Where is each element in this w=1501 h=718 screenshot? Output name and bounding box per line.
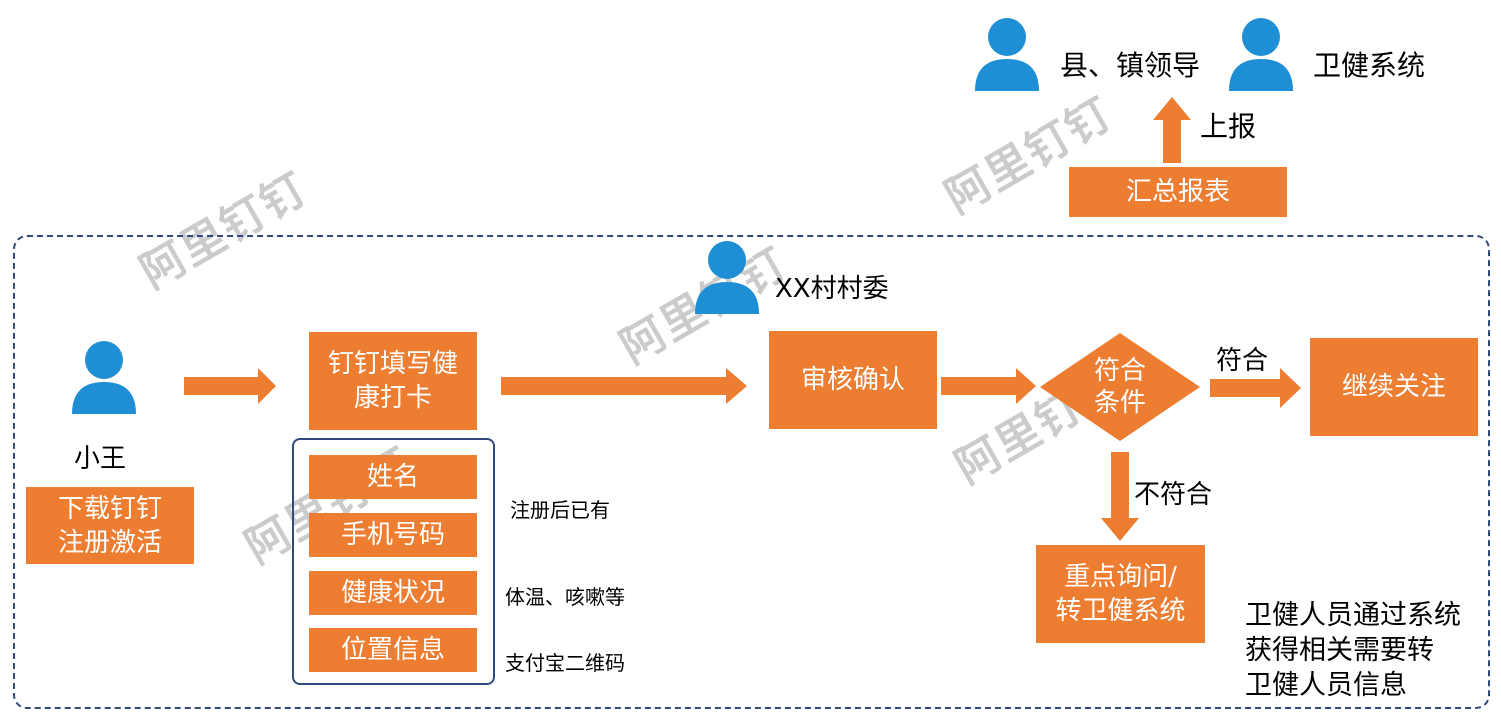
arrow-decision-to-inquiry — [1101, 452, 1139, 541]
actor-health-system-label: 卫健系统 — [1313, 49, 1426, 82]
field-location-box: 位置信息 — [309, 628, 477, 672]
download-register-box: 下载钉钉 注册激活 — [26, 487, 194, 564]
actor-wang-label: 小王 — [74, 444, 127, 474]
actor-village-label: XX村村委 — [775, 274, 889, 304]
fields-group-frame — [292, 438, 495, 685]
health-staff-note: 卫健人员通过系统 获得相关需要转 卫健人员信息 — [1245, 600, 1461, 701]
continue-watch-box: 继续关注 — [1310, 338, 1478, 436]
note-qrcode: 支付宝二维码 — [505, 651, 625, 675]
note-temperature: 体温、咳嗽等 — [505, 585, 625, 609]
note-registered: 注册后已有 — [510, 498, 610, 522]
person-village-icon — [695, 241, 759, 314]
edge-label-match: 符合 — [1216, 346, 1269, 376]
field-name-box: 姓名 — [309, 455, 477, 499]
arrow-summary-to-leaders — [1153, 97, 1191, 163]
person-health-system-icon — [1229, 18, 1293, 91]
edge-label-report: 上报 — [1200, 110, 1257, 143]
actor-county-label: 县、镇领导 — [1060, 49, 1201, 82]
person-county-icon — [975, 18, 1039, 91]
field-phone-box: 手机号码 — [309, 513, 477, 557]
arrow-review-to-decision — [941, 368, 1036, 404]
fill-health-checkin-box: 钉钉填写健 康打卡 — [309, 332, 477, 430]
decision-diamond — [1040, 333, 1200, 441]
decision-label: 符合 条件 — [1093, 356, 1146, 418]
field-health-status-box: 健康状况 — [309, 571, 477, 615]
review-confirm-box: 审核确认 — [769, 331, 937, 429]
process-frame — [13, 235, 1490, 709]
key-inquiry-box: 重点询问/ 转卫健系统 — [1036, 545, 1205, 643]
arrow-wang-to-fill — [184, 368, 276, 404]
person-wang-icon — [72, 341, 136, 414]
summary-report-box: 汇总报表 — [1069, 167, 1287, 217]
arrow-decision-to-continue — [1210, 368, 1301, 408]
edge-label-no-match: 不符合 — [1134, 480, 1213, 510]
arrow-fill-to-review — [501, 368, 747, 404]
